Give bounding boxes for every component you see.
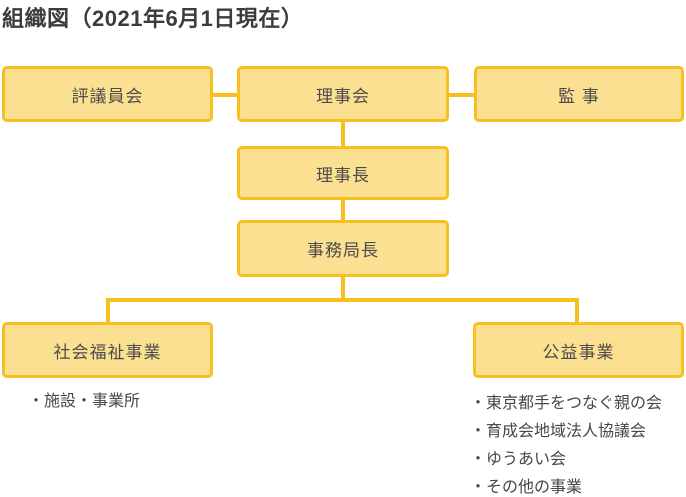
connector-secretary-tbar — [341, 277, 345, 298]
connector-council-board — [213, 93, 237, 97]
connector-board-auditor — [449, 93, 474, 97]
chart-title: 組織図（2021年6月1日現在） — [2, 6, 304, 31]
org-node-social-welfare: 社会福祉事業 — [2, 322, 213, 378]
org-node-board: 理事会 — [237, 66, 449, 122]
list-item: ・その他の事業 — [470, 479, 583, 496]
connector-stub-social-welfare — [106, 302, 110, 322]
org-node-auditor: 監 事 — [474, 66, 684, 122]
org-node-chairman: 理事長 — [237, 146, 449, 200]
org-node-council: 評議員会 — [2, 66, 213, 122]
connector-stub-public-interest — [575, 302, 579, 322]
list-item: ・育成会地域法人協議会 — [470, 423, 647, 440]
list-item: ・ゆうあい会 — [470, 451, 567, 468]
list-item: ・東京都手をつなぐ親の会 — [470, 395, 663, 412]
social-welfare-item-list: ・施設・事業所 — [28, 388, 140, 416]
connector-board-chairman — [341, 122, 345, 146]
connector-chairman-secretary — [341, 200, 345, 220]
connector-tbar — [106, 298, 579, 302]
org-node-public-interest: 公益事業 — [473, 322, 684, 378]
org-node-secretary-general: 事務局長 — [237, 220, 449, 277]
list-item: ・施設・事業所 — [28, 393, 141, 410]
public-interest-item-list: ・東京都手をつなぐ親の会 ・育成会地域法人協議会 ・ゆうあい会 ・その他の事業 — [470, 390, 662, 497]
